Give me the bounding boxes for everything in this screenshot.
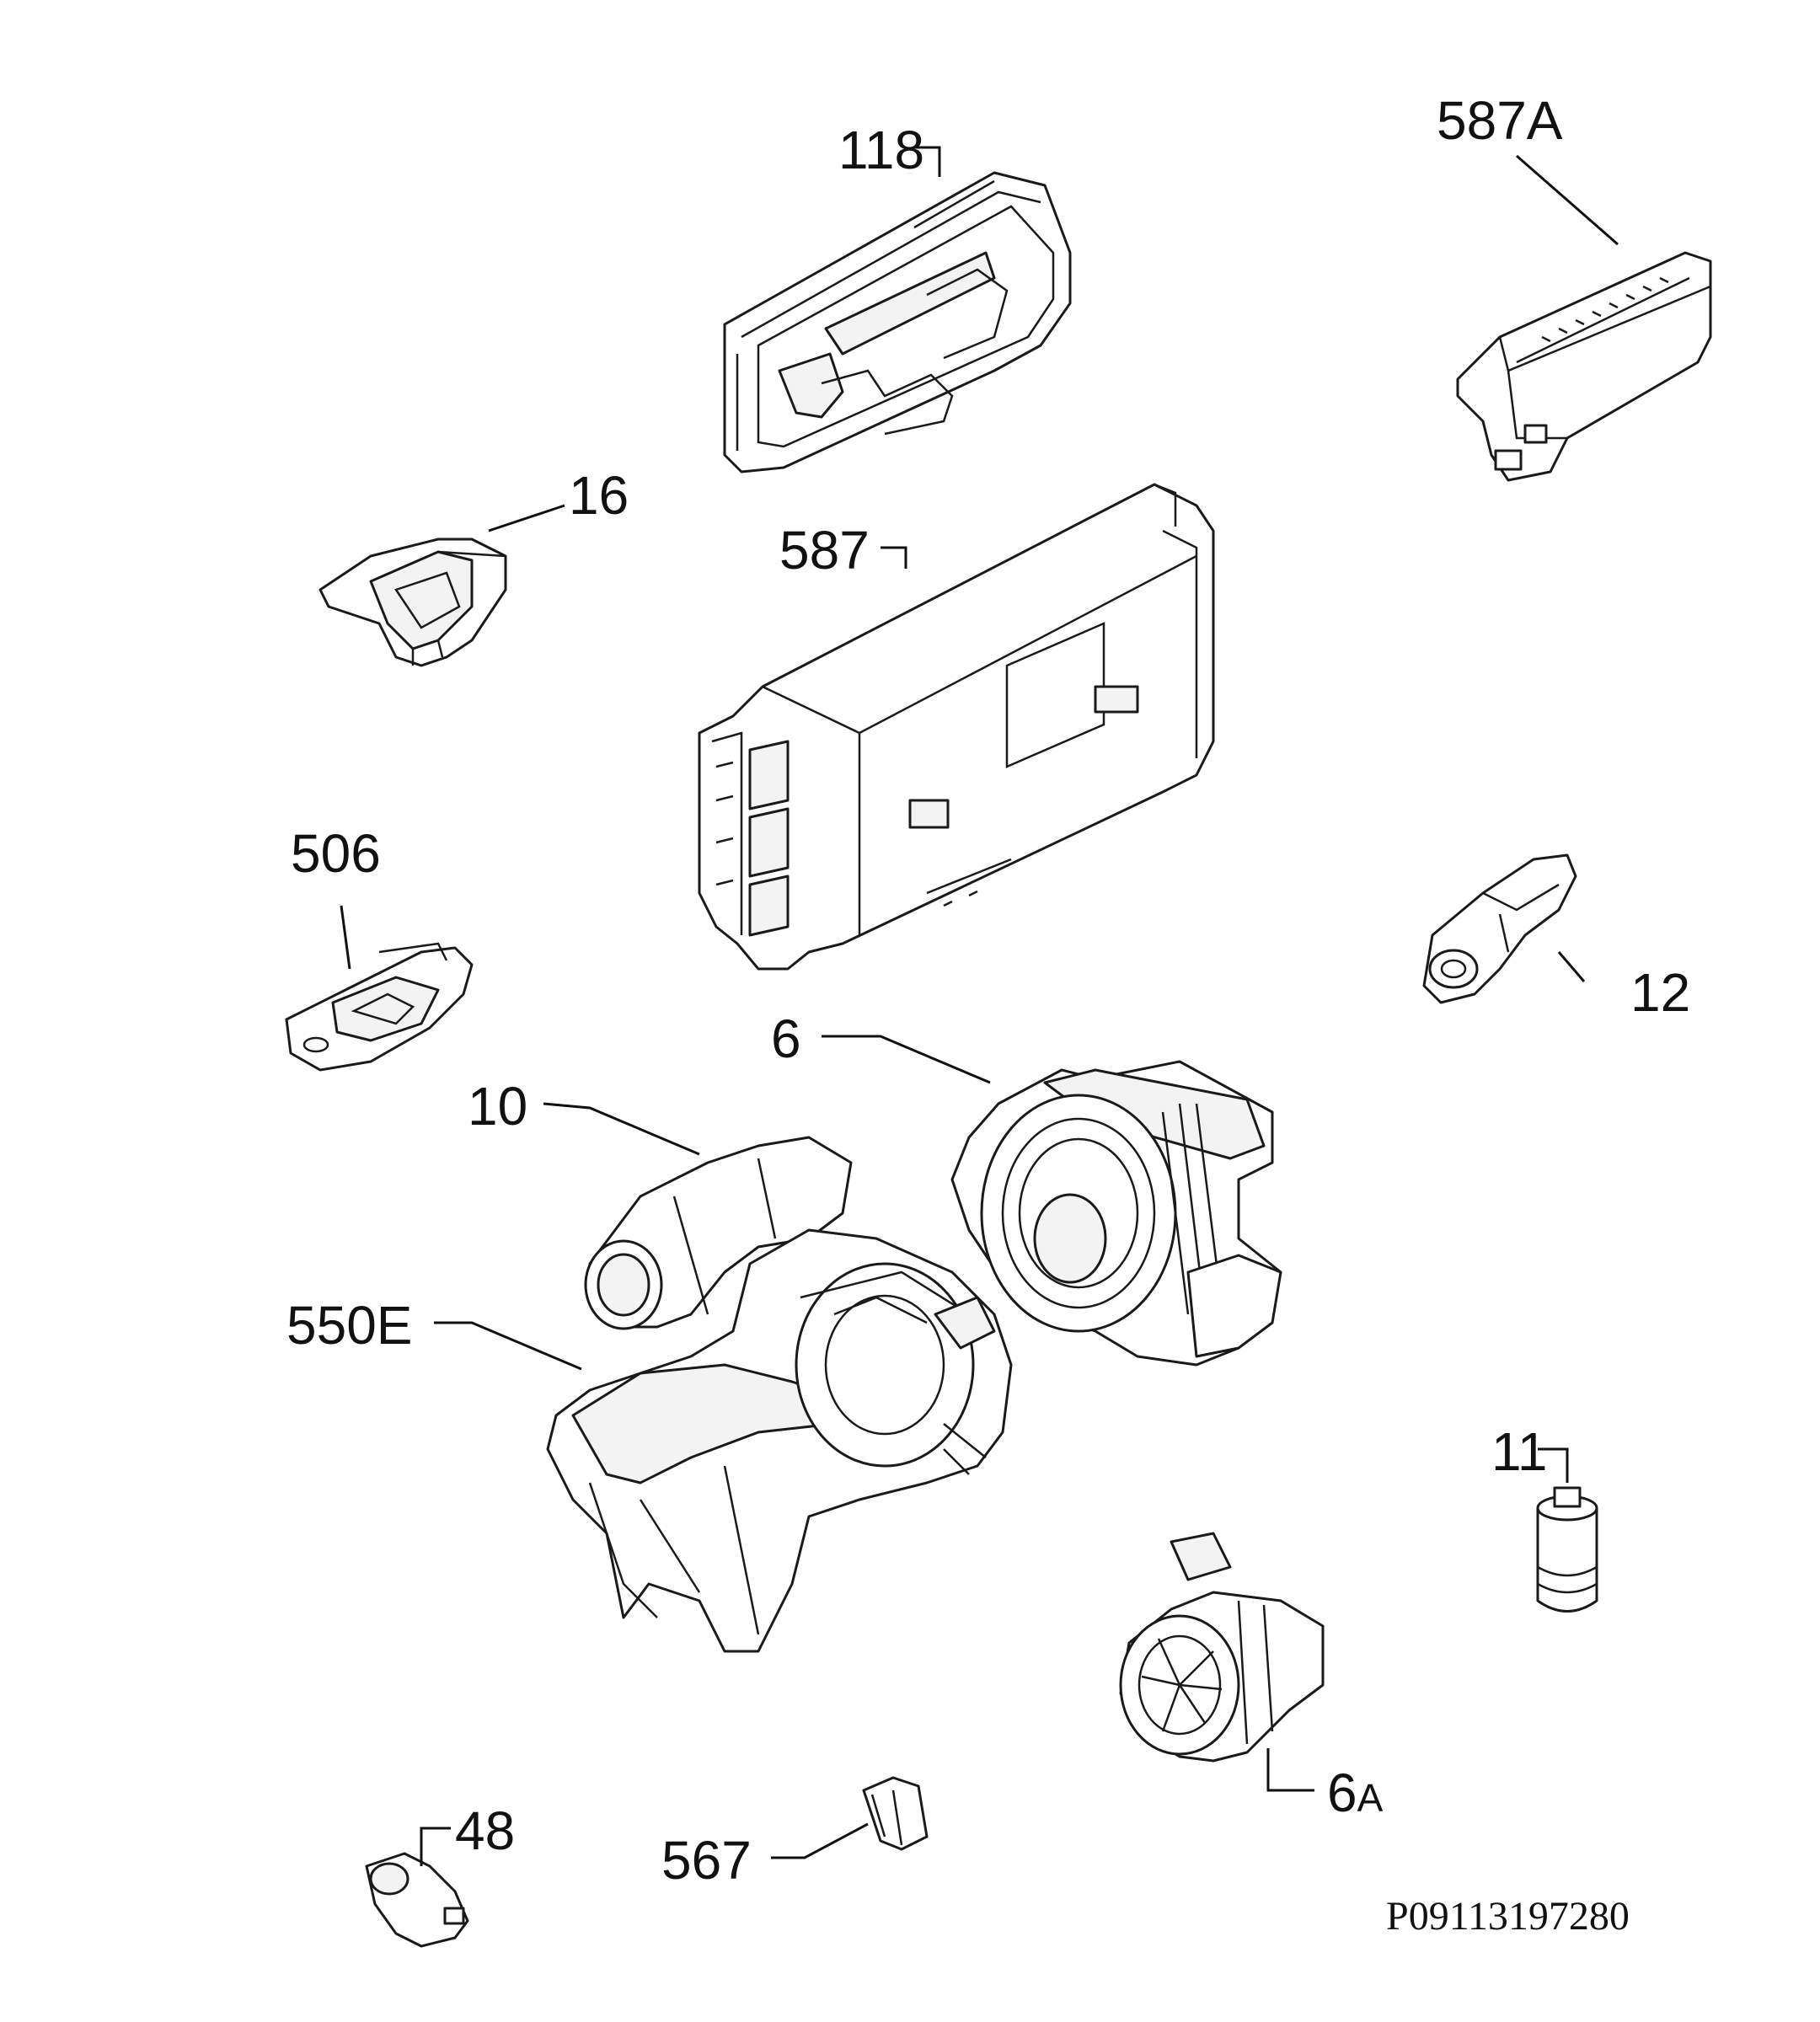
label-11: 11 xyxy=(1491,1421,1547,1482)
label-6a: 6A xyxy=(1327,1763,1384,1823)
part-11-capacitor[interactable] xyxy=(1536,1486,1598,1613)
label-6a-suffix: A xyxy=(1357,1776,1384,1820)
part-6-circulation-pump[interactable] xyxy=(950,1060,1282,1367)
label-48: 48 xyxy=(455,1800,515,1861)
part-567-clip[interactable] xyxy=(862,1776,929,1851)
label-118: 118 xyxy=(838,120,924,180)
callout-labels: 118 587A 16 587 506 12 6 10 550E 11 6A 4… xyxy=(286,90,1690,1939)
part-118-panel[interactable] xyxy=(723,171,1072,473)
leader-lines xyxy=(340,146,1619,1866)
label-587: 587 xyxy=(779,520,870,580)
label-10: 10 xyxy=(468,1076,527,1137)
part-506-sensor[interactable] xyxy=(285,942,474,1072)
part-10-hose[interactable] xyxy=(584,1136,853,1330)
label-12: 12 xyxy=(1630,962,1690,1023)
part-550e-pump-housing[interactable] xyxy=(546,1228,1013,1653)
part-16-door-lock[interactable] xyxy=(318,538,507,667)
part-6a-drain-pump[interactable] xyxy=(1119,1532,1325,1763)
label-550e: 550E xyxy=(286,1295,412,1356)
part-48-switch[interactable] xyxy=(365,1852,469,1948)
label-567: 567 xyxy=(661,1830,752,1891)
label-587a: 587A xyxy=(1437,90,1563,151)
label-16: 16 xyxy=(569,465,629,526)
label-506: 506 xyxy=(291,823,381,884)
part-587-control-unit[interactable] xyxy=(698,483,1215,971)
label-6: 6 xyxy=(771,1008,801,1069)
part-587a-module[interactable] xyxy=(1456,251,1712,482)
label-6a-number: 6 xyxy=(1327,1763,1357,1823)
drawing-code: P09113197280 xyxy=(1386,1894,1630,1939)
part-12-flow-sensor[interactable] xyxy=(1422,853,1577,1004)
